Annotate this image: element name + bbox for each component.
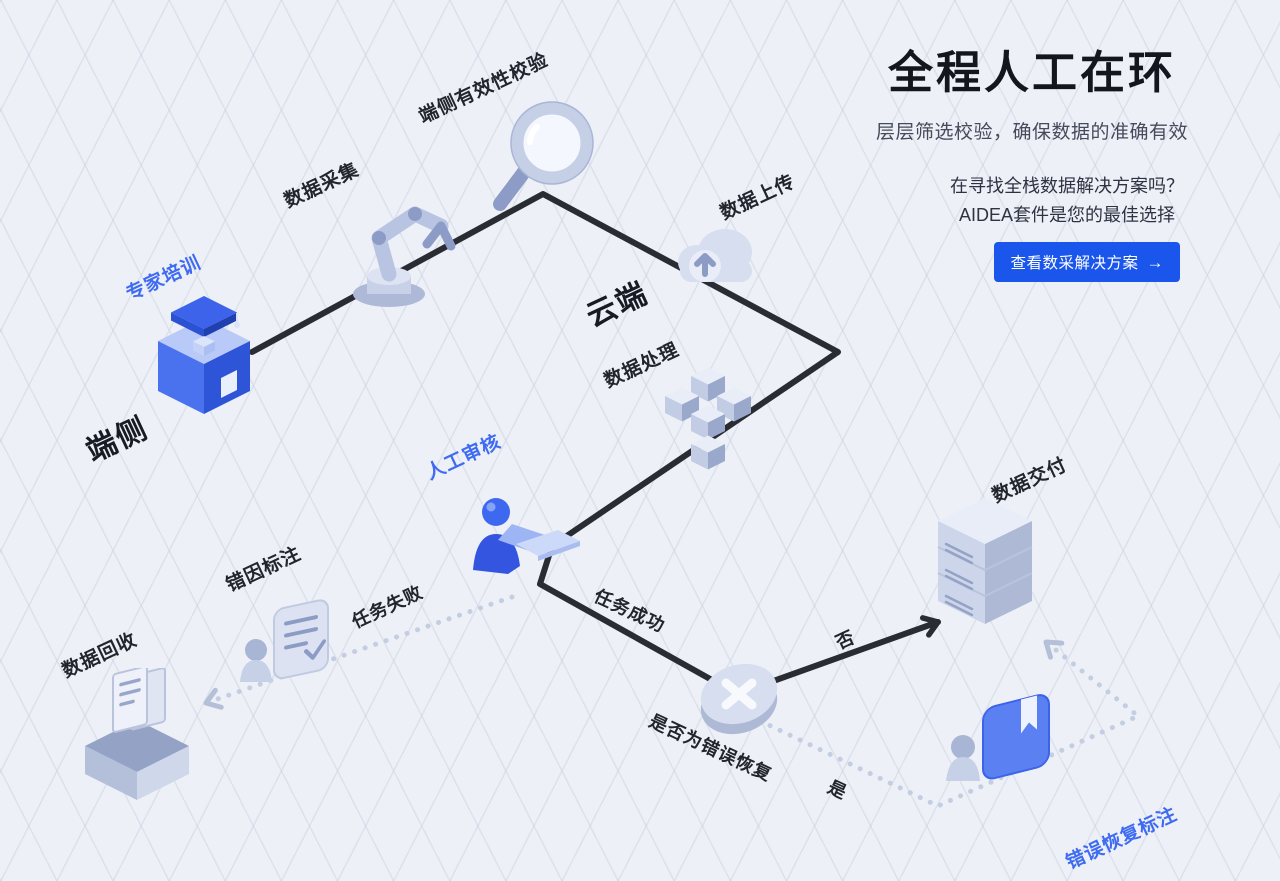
flow-task-failed-path bbox=[203, 594, 515, 710]
page-title: 全程人工在环 bbox=[887, 47, 1176, 98]
podium-graduation-icon bbox=[143, 288, 265, 420]
arrow-right-icon: → bbox=[1146, 252, 1164, 272]
promo-text: 在寻找全栈数据解决方案吗？ AIDEA套件是您的最佳选择 bbox=[950, 172, 1184, 230]
page-subtitle: 层层筛选校验，确保数据的准确有效 bbox=[875, 122, 1188, 143]
recycle-box-icon bbox=[73, 668, 201, 802]
promo-line-1: 在寻找全栈数据解决方案吗？ bbox=[950, 176, 1184, 196]
flow-error-recovery-path bbox=[747, 639, 1141, 809]
decision-x-icon bbox=[695, 644, 783, 748]
reviewer-person-icon bbox=[460, 490, 595, 598]
view-solution-button[interactable]: 查看数采解决方案 → bbox=[994, 242, 1180, 282]
view-solution-label: 查看数采解决方案 bbox=[1010, 255, 1139, 272]
recovery-annotator-icon bbox=[943, 683, 1058, 798]
cloud-upload-icon bbox=[667, 210, 767, 305]
data-cubes-icon bbox=[653, 364, 763, 472]
page-header: 全程人工在环 层层筛选校验，确保数据的准确有效 bbox=[876, 36, 1188, 144]
server-icon bbox=[924, 492, 1046, 634]
error-annotator-icon bbox=[238, 594, 338, 689]
robot-arm-icon bbox=[323, 180, 463, 310]
magnifier-icon bbox=[490, 98, 598, 218]
promo-line-2: AIDEA套件是您的最佳选择 bbox=[958, 204, 1176, 225]
